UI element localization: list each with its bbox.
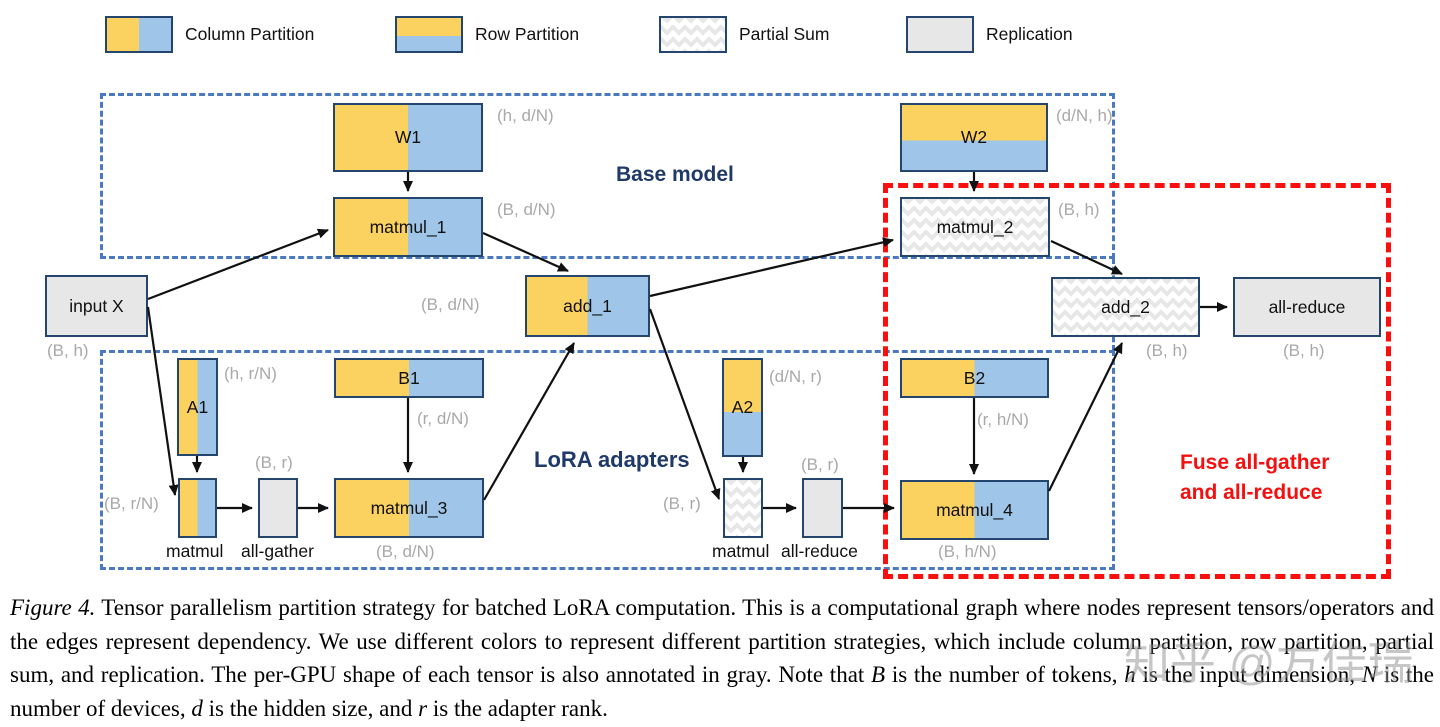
- caption-var-r: r: [418, 695, 428, 721]
- shape-label-matmul-3: (B, d/N): [376, 542, 435, 561]
- node-label: matmul_3: [370, 497, 448, 518]
- shape-label-w1: (h, d/N): [497, 106, 554, 125]
- shape-label-a1: (h, r/N): [224, 364, 277, 383]
- node-label: matmul_2: [936, 216, 1014, 237]
- node-w1: W1: [333, 103, 483, 172]
- op-label-all-reduce-small: all-reduce: [781, 541, 858, 561]
- caption-segment: is the number of devices,: [10, 662, 1434, 721]
- figure-caption: Figure 4. Tensor parallelism partition s…: [10, 591, 1434, 725]
- node-all-reduce: all-reduce: [1233, 277, 1381, 337]
- region-label-lora-adapters: LoRA adapters: [534, 447, 690, 472]
- caption-segment: Tensor parallelism partition strategy fo…: [10, 595, 1434, 687]
- op-label-all-gather: all-gather: [241, 541, 314, 561]
- node-b2: B2: [900, 358, 1049, 398]
- node-label: input X: [69, 295, 124, 316]
- legend-item-column-partition: Column Partition: [105, 16, 314, 53]
- fuse-label-line1: Fuse all-gather: [1180, 451, 1330, 474]
- node-w2: W2: [900, 103, 1048, 172]
- shape-label-all-reduce: (B, h): [1283, 341, 1325, 360]
- replication-swatch: [906, 16, 974, 53]
- shape-label-all-gather: (B, r): [255, 453, 293, 472]
- legend-item-row-partition: Row Partition: [395, 16, 579, 53]
- caption-var-h: h: [1124, 662, 1136, 687]
- caption-segment: is the hidden size, and: [202, 695, 419, 721]
- caption-segment: is the number of tokens,: [885, 662, 1125, 687]
- legend-label: Replication: [986, 24, 1073, 44]
- node-label: W1: [394, 127, 422, 147]
- shape-label-b2: (r, h/N): [977, 410, 1029, 429]
- node-matmul-a1: [178, 478, 217, 538]
- shape-label-input-x: (B, h): [47, 341, 89, 360]
- shape-label-a2: (d/N, r): [769, 367, 822, 386]
- node-matmul-1: matmul_1: [333, 197, 483, 257]
- node-label: W2: [960, 127, 988, 147]
- legend-label: Column Partition: [185, 24, 315, 44]
- shape-label-add-1: (B, d/N): [421, 295, 480, 314]
- legend-label: Partial Sum: [739, 24, 830, 44]
- op-label-matmul-a2: matmul: [712, 541, 770, 561]
- node-add-1: add_1: [525, 275, 650, 337]
- shape-label-matmul-4: (B, h/N): [938, 542, 997, 561]
- node-label: add_1: [563, 295, 612, 316]
- row-partition-swatch: [395, 16, 463, 53]
- shape-label-matmul-a2: (B, r): [663, 494, 701, 513]
- node-matmul-3: matmul_3: [334, 478, 484, 538]
- legend-item-partial-sum: Partial Sum: [659, 16, 829, 53]
- region-box-fuse: [883, 183, 1391, 579]
- region-box-base-model: [100, 93, 1115, 259]
- node-a1: A1: [177, 358, 218, 456]
- legend-label: Row Partition: [475, 24, 580, 44]
- node-label: matmul_4: [936, 499, 1013, 520]
- node-matmul-a2: [723, 478, 763, 538]
- watermark: 知乎 @方佳瑞: [1124, 637, 1414, 689]
- caption-segment: is the adapter rank.: [427, 695, 608, 721]
- shape-label-matmul-a1: (B, r/N): [104, 494, 159, 513]
- node-label: all-reduce: [1268, 296, 1346, 317]
- node-label: add_2: [1101, 296, 1150, 317]
- node-label: matmul_1: [369, 216, 447, 237]
- partial-sum-swatch: [659, 16, 727, 53]
- node-all-gather: [258, 478, 298, 538]
- caption-figure-number: Figure 4.: [10, 595, 96, 620]
- node-matmul-2: matmul_2: [900, 197, 1050, 257]
- region-label-fuse: Fuse all-gather and all-reduce: [1180, 448, 1329, 508]
- node-a2: A2: [722, 358, 763, 457]
- op-label-matmul-a1: matmul: [166, 541, 224, 561]
- node-b1: B1: [334, 358, 484, 398]
- node-label: A2: [731, 397, 754, 417]
- region-label-base-model: Base model: [616, 163, 734, 186]
- shape-label-matmul-1: (B, d/N): [497, 200, 556, 219]
- node-matmul-4: matmul_4: [900, 480, 1049, 540]
- node-label: B1: [398, 367, 420, 388]
- node-add-2: add_2: [1051, 277, 1200, 337]
- caption-var-N: N: [1361, 662, 1378, 687]
- shape-label-w2: (d/N, h): [1056, 106, 1113, 125]
- node-label: B2: [963, 367, 986, 388]
- caption-var-d: d: [191, 695, 203, 721]
- fuse-label-line2: and all-reduce: [1180, 481, 1323, 504]
- shape-label-b1: (r, d/N): [417, 409, 469, 428]
- column-partition-swatch: [105, 16, 173, 53]
- node-input-x: input X: [45, 275, 148, 337]
- caption-segment: is the input dimension,: [1135, 662, 1362, 687]
- caption-var-B: B: [871, 662, 886, 687]
- node-label: A1: [186, 396, 209, 417]
- node-all-reduce-small: [802, 478, 843, 538]
- shape-label-matmul-2: (B, h): [1058, 200, 1100, 219]
- legend-item-replication: Replication: [906, 16, 1073, 53]
- shape-label-add-2: (B, h): [1146, 341, 1188, 360]
- shape-label-all-reduce-small: (B, r): [801, 455, 839, 474]
